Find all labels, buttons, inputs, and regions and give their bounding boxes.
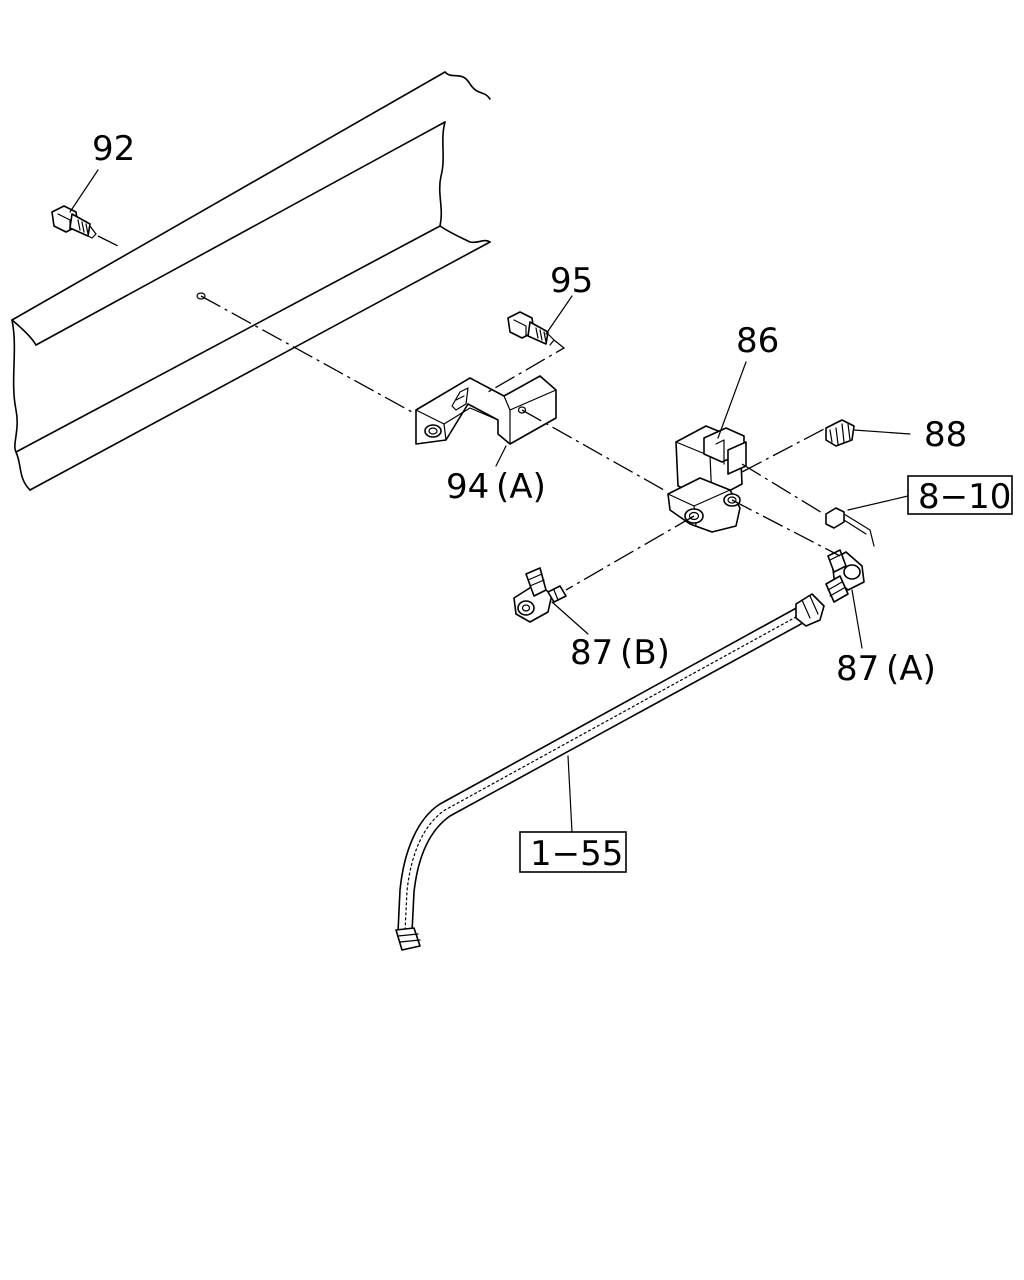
air-pipe-1-55 bbox=[395, 593, 825, 951]
callout-87b: 87 (B) bbox=[570, 633, 670, 673]
leader-lines bbox=[69, 169, 911, 833]
callout-95: 95 bbox=[550, 261, 593, 301]
callout-92: 92 bbox=[92, 129, 135, 169]
callout-87a: 87 (A) bbox=[836, 649, 936, 689]
fitting-87b bbox=[513, 567, 567, 623]
reference-box-1-55: 1−55 bbox=[519, 831, 627, 874]
bracket-94a bbox=[415, 375, 557, 445]
fitting-87a bbox=[825, 549, 865, 603]
bolt-92 bbox=[51, 205, 97, 239]
wire-connector bbox=[825, 507, 875, 547]
reference-8-10: 8−10 bbox=[918, 477, 1011, 517]
callout-94a: 94 (A) bbox=[446, 467, 546, 507]
solenoid-valve-86 bbox=[667, 425, 747, 533]
frame-rail bbox=[11, 71, 491, 491]
callout-labels: 92 95 86 88 94 (A) 87 (B) 87 (A) bbox=[92, 129, 967, 689]
bolt-95 bbox=[507, 311, 555, 346]
reference-1-55: 1−55 bbox=[530, 834, 623, 874]
reference-box-8-10: 8−10 bbox=[907, 475, 1013, 517]
callout-86: 86 bbox=[736, 321, 779, 361]
plug-88 bbox=[825, 419, 855, 447]
callout-88: 88 bbox=[924, 415, 967, 455]
assembly-lines bbox=[97, 235, 841, 591]
